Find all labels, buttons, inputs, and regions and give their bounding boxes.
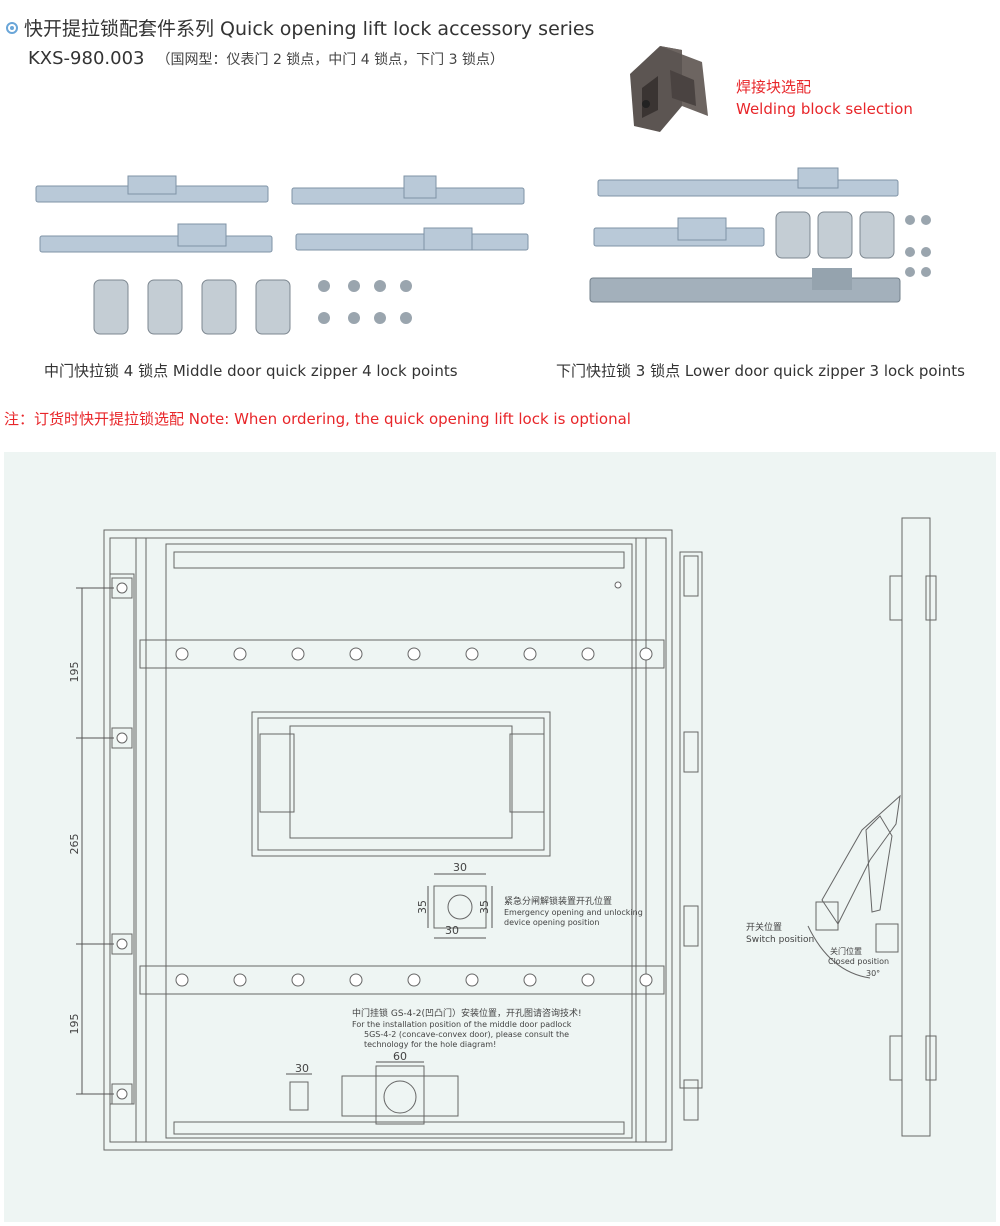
padlock-label-en-3: technology for the hole diagram! xyxy=(364,1040,496,1049)
model-note: （国网型：仪表门 2 锁点，中门 4 锁点，下门 3 锁点） xyxy=(156,52,504,68)
closed-label-cn: 关门位置 xyxy=(830,946,862,956)
ordering-note: 注：订货时快开提拉锁选配 Note: When ordering, the qu… xyxy=(4,410,631,428)
dim-195-top: 195 xyxy=(68,662,81,683)
dim-30-emergency-top: 30 xyxy=(453,861,467,874)
dim-30-emergency-bottom: 30 xyxy=(445,924,459,937)
padlock-label-en-1: For the installation position of the mid… xyxy=(352,1020,572,1029)
padlock-label-cn: 中门挂锁 GS-4-2(凹凸门）安装位置，开孔图请咨询技术! xyxy=(352,1007,582,1019)
dim-265: 265 xyxy=(68,834,81,855)
technical-drawing-panel xyxy=(4,452,996,1222)
switch-label-cn: 开关位置 xyxy=(746,921,782,933)
dim-35-left: 35 xyxy=(416,900,429,914)
padlock-label-en-2: 5GS-4-2 (concave-convex door), please co… xyxy=(364,1030,569,1039)
emergency-label-cn: 紧急分闸解锁装置开孔位置 xyxy=(504,895,612,907)
switch-label-en: Switch position xyxy=(746,935,814,945)
emergency-label-en-1: Emergency opening and unlocking xyxy=(504,908,643,917)
dim-195-bottom: 195 xyxy=(68,1014,81,1035)
model-number: KXS-980.003 xyxy=(28,48,145,69)
dim-30-padlock: 30 xyxy=(295,1062,309,1075)
angle-label: 30° xyxy=(866,969,880,978)
welding-label-en: Welding block selection xyxy=(736,100,913,118)
middle-door-caption: 中门快拉锁 4 锁点 Middle door quick zipper 4 lo… xyxy=(44,362,458,380)
bullet-circle-icon xyxy=(6,22,18,34)
closed-label-en: Closed position xyxy=(828,957,889,966)
dim-35-right: 35 xyxy=(478,900,491,914)
lower-door-kit-image xyxy=(589,167,931,303)
welding-block-image xyxy=(630,46,708,132)
emergency-label-en-2: device opening position xyxy=(504,918,599,927)
middle-door-kit-image xyxy=(35,175,529,335)
dim-60-padlock: 60 xyxy=(393,1050,407,1063)
lower-door-caption: 下门快拉锁 3 锁点 Lower door quick zipper 3 loc… xyxy=(556,362,965,380)
model-line: KXS-980.003 （国网型：仪表门 2 锁点，中门 4 锁点，下门 3 锁点… xyxy=(28,48,504,69)
page-title: 快开提拉锁配套件系列 Quick opening lift lock acces… xyxy=(6,14,594,41)
welding-label-cn: 焊接块选配 xyxy=(736,78,812,96)
page-title-text: 快开提拉锁配套件系列 Quick opening lift lock acces… xyxy=(24,18,595,40)
